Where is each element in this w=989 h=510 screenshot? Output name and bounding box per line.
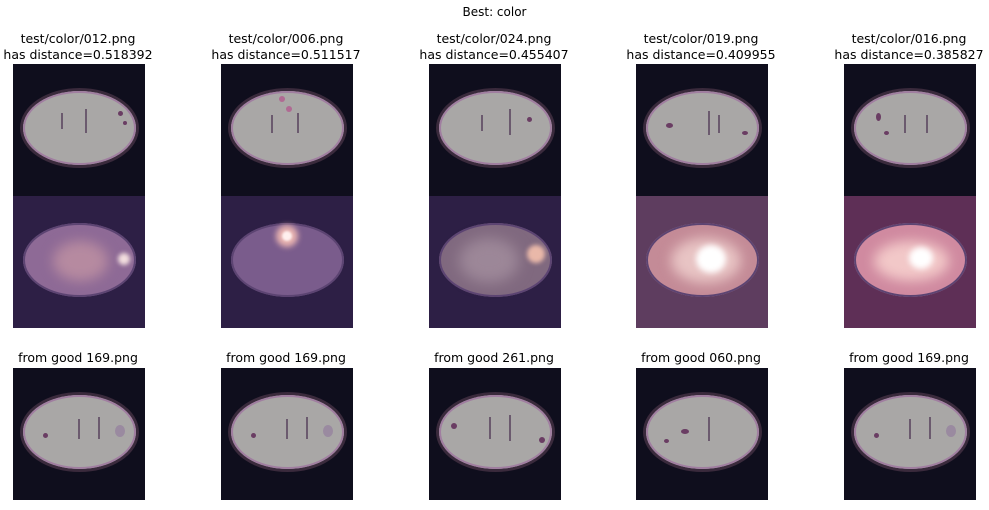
result-column-3: test/color/024.png has distance=0.455407… [419, 0, 579, 510]
match-title: from good 261.png [434, 350, 554, 365]
result-column-4: test/color/019.png has distance=0.409955… [626, 0, 786, 510]
test-image-title: test/color/024.png has distance=0.455407 [409, 31, 579, 62]
egg-image [439, 91, 552, 165]
match-title: from good 169.png [849, 350, 969, 365]
matched-good-image [429, 368, 561, 500]
test-image-path: test/color/016.png [851, 31, 967, 46]
matched-good-image [844, 368, 976, 500]
result-column-1: test/color/012.png has distance=0.518392… [3, 0, 163, 510]
distance-label: has distance=0.518392 [3, 46, 153, 62]
test-image [844, 64, 976, 196]
test-image-path: test/color/019.png [643, 31, 759, 46]
figure-title: Best: color [462, 5, 527, 19]
anomaly-heatmap [429, 196, 561, 328]
matched-good-image [221, 368, 353, 500]
egg-image [23, 91, 136, 165]
egg-image [646, 395, 759, 469]
test-image [221, 64, 353, 196]
test-image-path: test/color/024.png [436, 31, 552, 46]
result-column-2: test/color/006.png has distance=0.511517… [211, 0, 371, 510]
test-image-title: test/color/012.png has distance=0.518392 [0, 31, 163, 62]
distance-label: has distance=0.385827 [834, 46, 984, 62]
anomaly-heatmap [636, 196, 768, 328]
egg-image [231, 91, 344, 165]
test-image [13, 64, 145, 196]
test-image-title: test/color/006.png has distance=0.511517 [201, 31, 371, 62]
test-image [429, 64, 561, 196]
result-column-5: test/color/016.png has distance=0.385827… [834, 0, 989, 510]
test-image-title: test/color/019.png has distance=0.409955 [616, 31, 786, 62]
test-image-path: test/color/006.png [228, 31, 344, 46]
egg-image [854, 91, 967, 165]
egg-image [854, 395, 967, 469]
test-image-title: test/color/016.png has distance=0.385827 [824, 31, 989, 62]
egg-image [439, 395, 552, 469]
egg-image [646, 91, 759, 165]
anomaly-heatmap [221, 196, 353, 328]
match-title: from good 169.png [18, 350, 138, 365]
distance-label: has distance=0.455407 [419, 46, 569, 62]
test-image [636, 64, 768, 196]
match-title: from good 169.png [226, 350, 346, 365]
distance-label: has distance=0.409955 [626, 46, 776, 62]
distance-label: has distance=0.511517 [211, 46, 361, 62]
egg-image [23, 395, 136, 469]
matched-good-image [13, 368, 145, 500]
test-image-path: test/color/012.png [20, 31, 136, 46]
matched-good-image [636, 368, 768, 500]
egg-image [231, 395, 344, 469]
anomaly-heatmap [13, 196, 145, 328]
anomaly-heatmap [844, 196, 976, 328]
match-title: from good 060.png [641, 350, 761, 365]
